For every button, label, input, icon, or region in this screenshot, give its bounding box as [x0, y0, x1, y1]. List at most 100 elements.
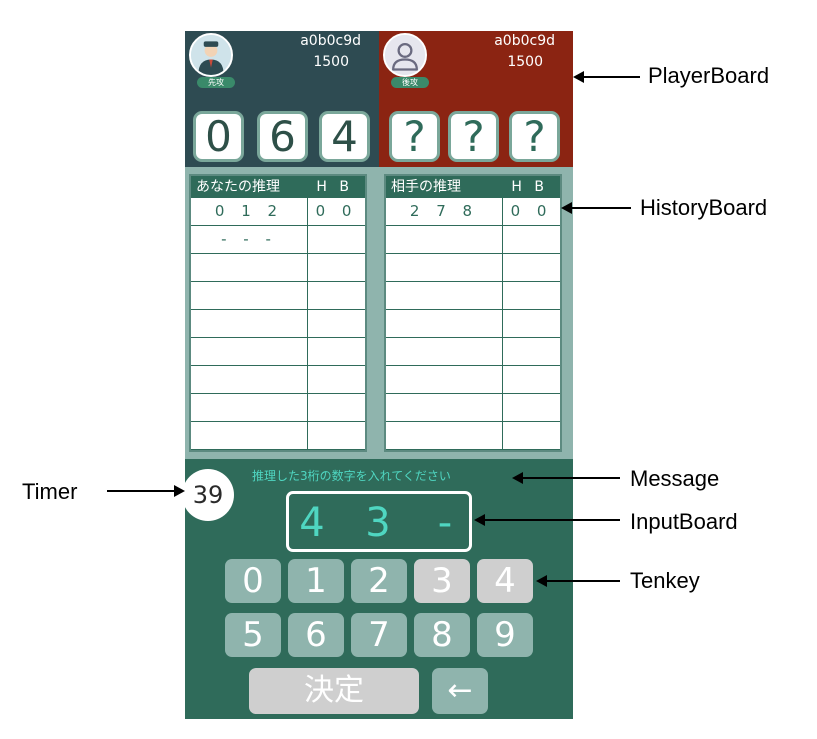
table-row: 0 1 2 0 0: [191, 198, 365, 226]
hb-cell: [503, 254, 560, 281]
hb-cell: [308, 226, 365, 253]
guess-cell: 0 1 2: [191, 198, 308, 225]
key-8[interactable]: 8: [414, 613, 470, 657]
key-5[interactable]: 5: [225, 613, 281, 657]
table-row: [386, 310, 560, 338]
annotation-arrow: [107, 490, 175, 492]
guess-cell: [191, 310, 308, 337]
game-screen: 先攻 a0b0c9d 1500 0 6 4 後攻 a0b0c9d 1500 ? …: [182, 31, 573, 719]
input-digit: -: [437, 500, 453, 546]
arrowhead: [561, 202, 572, 214]
guess-cell: [386, 422, 503, 449]
guess-cell: [191, 338, 308, 365]
arrowhead: [474, 514, 485, 526]
default-user-icon: [385, 35, 425, 75]
hb-cell: [503, 282, 560, 309]
countdown-timer: 39: [182, 469, 234, 521]
guess-cell: [386, 366, 503, 393]
hb-column-header: H B: [511, 179, 548, 195]
label-player-board: PlayerBoard: [648, 63, 770, 88]
table-row: [191, 254, 365, 282]
guess-cell: [386, 226, 503, 253]
player-name: a0b0c9d: [494, 33, 555, 49]
history-header: あなたの推理 H B: [191, 176, 365, 198]
key-9[interactable]: 9: [477, 613, 533, 657]
guess-cell: [386, 254, 503, 281]
hb-cell: [503, 310, 560, 337]
guess-cell: [386, 282, 503, 309]
table-row: [191, 338, 365, 366]
hb-cell: 0 0: [315, 202, 358, 220]
history-header: 相手の推理 H B: [386, 176, 560, 198]
guess-column-header: 相手の推理: [391, 179, 461, 195]
hb-cell: [308, 310, 365, 337]
hb-cell: 0 0: [510, 202, 553, 220]
turn-badge: 先攻: [197, 77, 235, 88]
arrowhead: [573, 71, 584, 83]
table-row: [386, 394, 560, 422]
annotation-arrow: [484, 519, 620, 521]
guess-cell: [386, 338, 503, 365]
input-digit: 3: [365, 500, 391, 546]
hidden-digit: ?: [389, 111, 440, 162]
key-1[interactable]: 1: [288, 559, 344, 603]
hb-cell: [308, 366, 365, 393]
secret-digit: 0: [193, 111, 244, 162]
key-3[interactable]: 3: [414, 559, 470, 603]
hb-cell: [503, 338, 560, 365]
player-rating: 1500: [313, 54, 349, 70]
player-panel-opponent: 後攻 a0b0c9d 1500 ? ? ?: [379, 31, 573, 167]
backspace-button[interactable]: ←: [432, 668, 488, 714]
hb-cell: [503, 422, 560, 449]
hb-cell: [503, 394, 560, 421]
hb-cell: [503, 226, 560, 253]
turn-badge: 後攻: [391, 77, 429, 88]
table-row: [386, 226, 560, 254]
hb-cell: [308, 338, 365, 365]
history-rows: 0 1 2 0 0 - - -: [191, 198, 365, 450]
key-6[interactable]: 6: [288, 613, 344, 657]
table-row: [386, 366, 560, 394]
label-input-board: InputBoard: [630, 509, 738, 534]
hidden-digit: ?: [448, 111, 499, 162]
history-panel-you: あなたの推理 H B 0 1 2 0 0 - - -: [189, 174, 367, 452]
hb-cell: [308, 394, 365, 421]
hb-cell: [503, 366, 560, 393]
table-row: [191, 310, 365, 338]
player-name: a0b0c9d: [300, 33, 361, 49]
arrowhead: [536, 575, 547, 587]
key-7[interactable]: 7: [351, 613, 407, 657]
hb-cell: [308, 282, 365, 309]
table-row: [386, 254, 560, 282]
key-4[interactable]: 4: [477, 559, 533, 603]
avatar: [189, 33, 233, 77]
guess-cell: [191, 366, 308, 393]
annotation-arrow: [546, 580, 620, 582]
input-board: 4 3 -: [286, 491, 472, 552]
annotation-arrow: [571, 207, 631, 209]
key-2[interactable]: 2: [351, 559, 407, 603]
decide-button[interactable]: 決定: [249, 668, 419, 714]
hidden-digit: ?: [509, 111, 560, 162]
arrowhead: [512, 472, 523, 484]
guess-cell: [191, 422, 308, 449]
guess-cell: [191, 254, 308, 281]
hb-cell: [308, 254, 365, 281]
arrowhead: [174, 485, 185, 497]
label-timer: Timer: [22, 479, 78, 504]
table-row: [386, 282, 560, 310]
hb-column-header: H B: [316, 179, 353, 195]
annotation-arrow: [583, 76, 640, 78]
user-avatar-icon: [191, 35, 231, 75]
label-tenkey: Tenkey: [630, 568, 700, 593]
hb-cell: [308, 422, 365, 449]
avatar: [383, 33, 427, 77]
guess-cell: [191, 394, 308, 421]
key-0[interactable]: 0: [225, 559, 281, 603]
table-row: - - -: [191, 226, 365, 254]
secret-digit: 4: [319, 111, 370, 162]
guess-column-header: あなたの推理: [196, 179, 280, 195]
